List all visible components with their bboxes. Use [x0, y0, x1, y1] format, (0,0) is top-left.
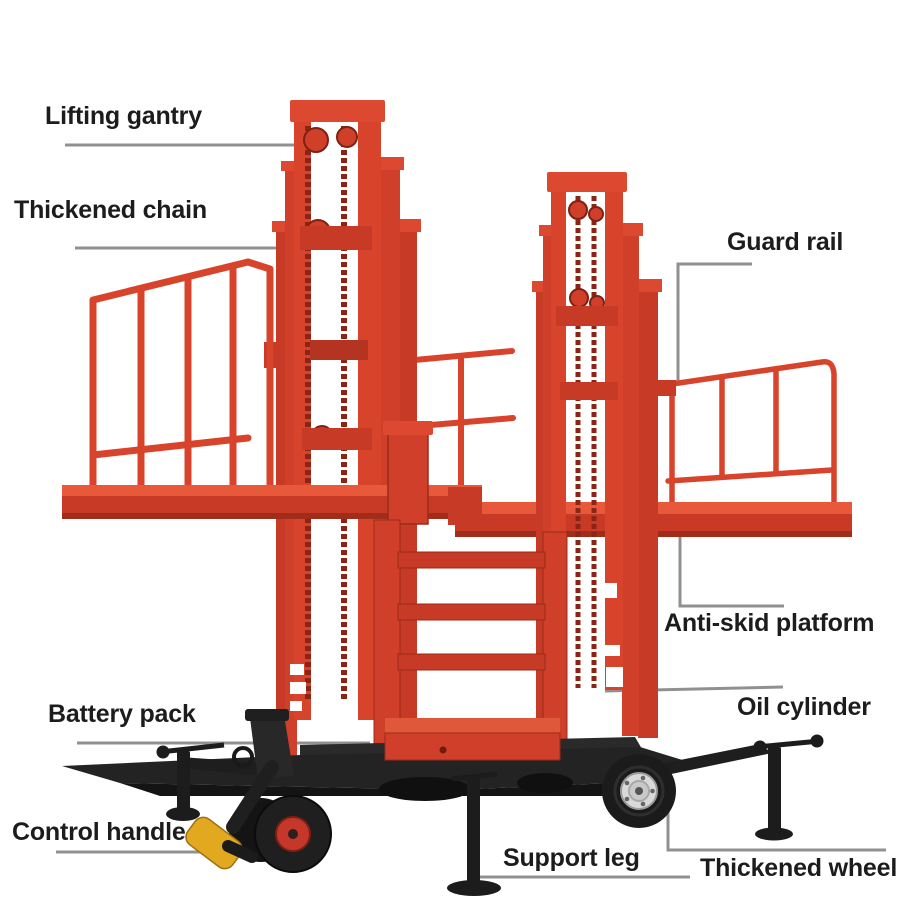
guard-rail-left — [89, 258, 274, 494]
thickened-wheel-rear — [602, 754, 676, 828]
platform-left — [62, 485, 482, 525]
chain-right — [575, 196, 597, 688]
label-lifting-gantry: Lifting gantry — [45, 102, 202, 130]
cable-loop — [232, 746, 254, 768]
label-thickened-wheel: Thickened wheel — [700, 854, 898, 882]
leader-thickened-wheel — [666, 798, 886, 852]
support-leg-left — [156, 742, 225, 821]
label-support-leg: Support leg — [503, 844, 640, 872]
outrigger-right — [640, 744, 772, 778]
support-legs — [156, 734, 824, 896]
control-handle-part — [185, 760, 279, 870]
wheels — [229, 754, 676, 873]
label-battery-pack: Battery pack — [48, 700, 196, 728]
chain-left — [305, 126, 347, 700]
support-leg-right — [753, 734, 824, 841]
leader-anti-skid-platform — [678, 521, 784, 608]
battery-pack-box — [384, 718, 561, 761]
tiller-column — [250, 715, 294, 780]
label-guard-rail: Guard rail — [727, 228, 844, 256]
guard-rail-right — [646, 359, 837, 508]
label-thickened-chain: Thickened chain — [14, 196, 207, 224]
oil-cylinder-part — [383, 421, 433, 525]
leader-guard-rail — [676, 262, 752, 382]
outrigger-left — [180, 757, 266, 776]
right-mast — [532, 172, 662, 738]
support-leg-center — [447, 771, 501, 896]
label-anti-skid-platform: Anti-skid platform — [664, 609, 875, 637]
label-oil-cylinder: Oil cylinder — [737, 693, 871, 721]
label-control-handle: Control handle — [12, 818, 186, 846]
